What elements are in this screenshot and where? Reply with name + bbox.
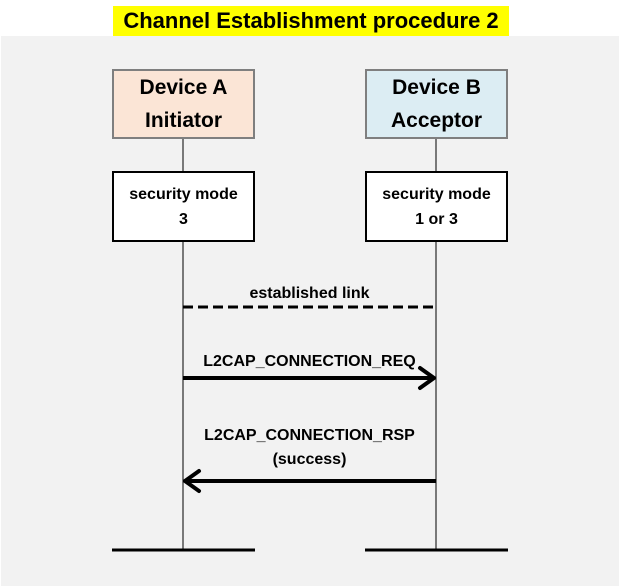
device-b-box: Device B Acceptor <box>365 69 508 139</box>
device-a-mode-label: security mode <box>129 185 238 203</box>
device-a-mode-value: 3 <box>179 210 188 228</box>
device-b-mode-label: security mode <box>382 185 491 203</box>
rsp-message-note: (success) <box>272 451 347 468</box>
rsp-arrow-head <box>183 469 201 493</box>
diagram-title: Channel Establishment procedure 2 <box>113 6 509 36</box>
device-a-role: Initiator <box>145 109 222 132</box>
device-b-role: Acceptor <box>390 109 483 132</box>
req-arrow-head <box>418 366 436 390</box>
device-a-security-mode-box: security mode 3 <box>112 171 255 242</box>
device-b-security-mode-box: security mode 1 or 3 <box>365 171 508 242</box>
req-message-label: L2CAP_CONNECTION_REQ <box>203 353 416 370</box>
device-b-name: Device B <box>392 76 481 99</box>
device-a-name: Device A <box>139 76 228 99</box>
established-link-label: established link <box>249 285 370 302</box>
device-b-mode-value: 1 or 3 <box>415 210 458 228</box>
device-a-box: Device A Initiator <box>112 69 255 139</box>
rsp-message-label: L2CAP_CONNECTION_RSP <box>204 427 415 444</box>
diagram-background <box>1 36 619 586</box>
